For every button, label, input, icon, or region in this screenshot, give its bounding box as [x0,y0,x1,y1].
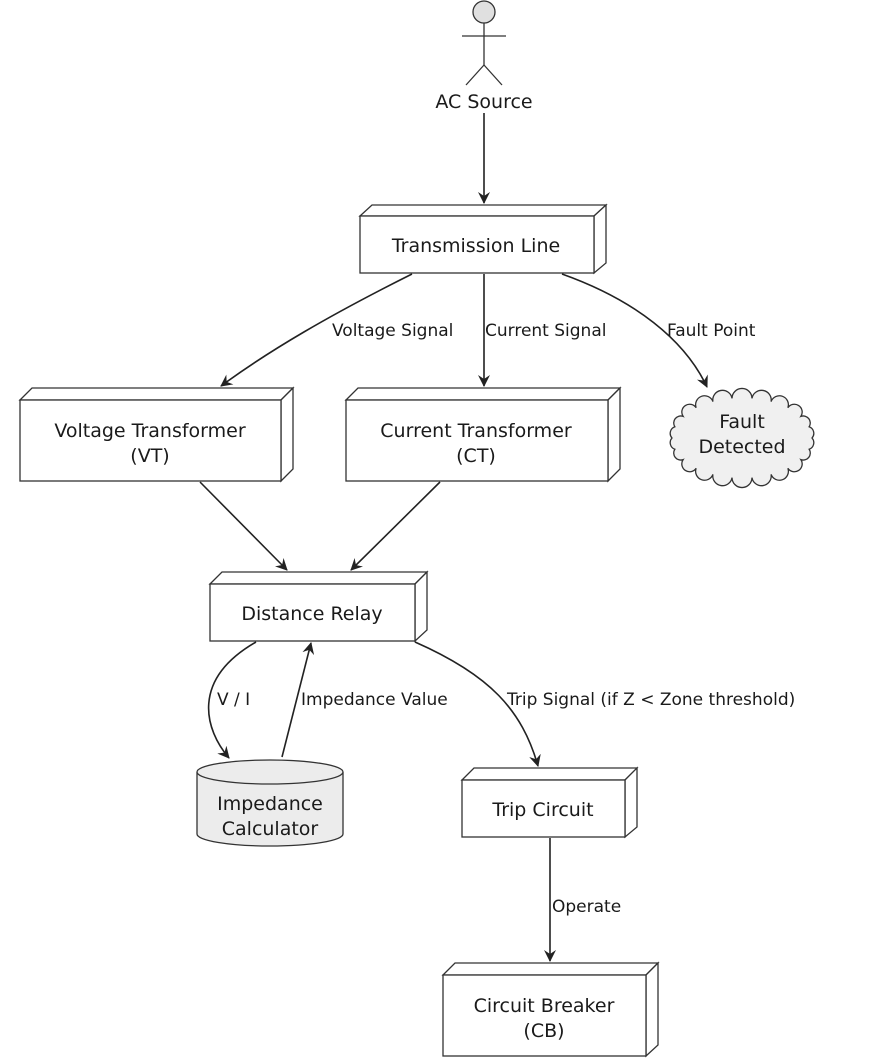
fault-detected-node: Fault Detected [669,387,815,489]
edge-relay-to-trip [414,641,541,767]
cloud-icon [669,387,815,489]
ac-source-label: AC Source [435,91,532,113]
transmission-line-label: Transmission Line [391,235,560,257]
edges: Voltage Signal Current Signal Fault Poin… [199,113,795,962]
edge-label-v-over-i: V / I [217,690,250,710]
edge-label-current-signal: Current Signal [485,321,606,341]
fault-detected-label-line2: Detected [698,436,785,458]
edge-label-trip-signal: Trip Signal (if Z < Zone threshold) [506,690,795,710]
edge-label-fault-point: Fault Point [667,321,756,341]
trip-circuit-node: Trip Circuit [460,766,639,839]
edge-label-impedance-value: Impedance Value [301,690,448,710]
circuit-breaker-label-line2: (CB) [523,1020,564,1042]
edge-line-to-fault [561,273,708,388]
voltage-transformer-label-line2: (VT) [130,445,169,467]
cloud-outline [669,387,815,489]
edge-calculator-to-relay [281,642,315,758]
current-transformer-label-line1: Current Transformer [380,420,572,442]
voltage-transformer-label-line1: Voltage Transformer [54,420,246,442]
database-icon [196,759,344,847]
current-transformer-node: Current Transformer (CT) [344,386,622,483]
impedance-calculator-label-line2: Calculator [222,818,319,840]
distance-relay-node: Distance Relay [208,570,429,643]
fault-detected-label-line1: Fault [719,411,765,433]
voltage-transformer-node: Voltage Transformer (VT) [18,386,295,483]
edge-ct-to-relay [350,481,441,571]
circuit-breaker-label-line1: Circuit Breaker [474,995,615,1017]
actor-head [472,0,496,24]
trip-circuit-label: Trip Circuit [491,799,593,821]
transmission-line-node: Transmission Line [358,203,608,275]
distance-relay-label: Distance Relay [241,603,382,625]
ac-source-actor: AC Source [435,0,533,113]
current-transformer-label-line2: (CT) [456,445,496,467]
impedance-calculator-label-line1: Impedance [217,793,323,815]
actor-icon [462,0,506,86]
edge-label-voltage-signal: Voltage Signal [332,321,453,341]
edge-line-to-vt [220,273,413,387]
edge-relay-to-calculator [207,641,257,759]
impedance-calculator-node: Impedance Calculator [196,759,344,847]
edge-vt-to-relay [199,481,288,571]
edge-label-operate: Operate [552,897,621,917]
circuit-breaker-node: Circuit Breaker (CB) [441,961,660,1058]
